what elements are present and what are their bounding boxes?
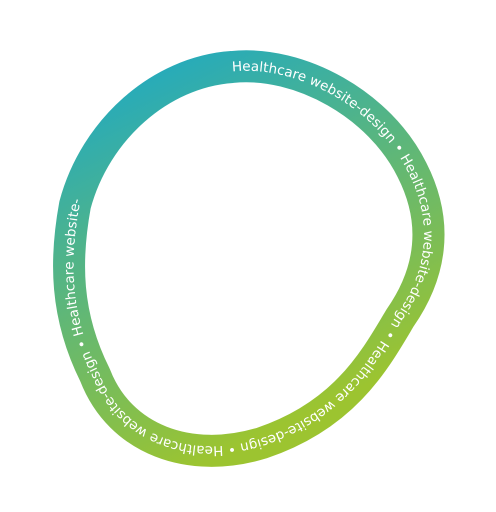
- circular-text-badge: Healthcare website-design • Healthcare w…: [0, 0, 496, 512]
- badge-graphic: Healthcare website-design • Healthcare w…: [0, 0, 496, 512]
